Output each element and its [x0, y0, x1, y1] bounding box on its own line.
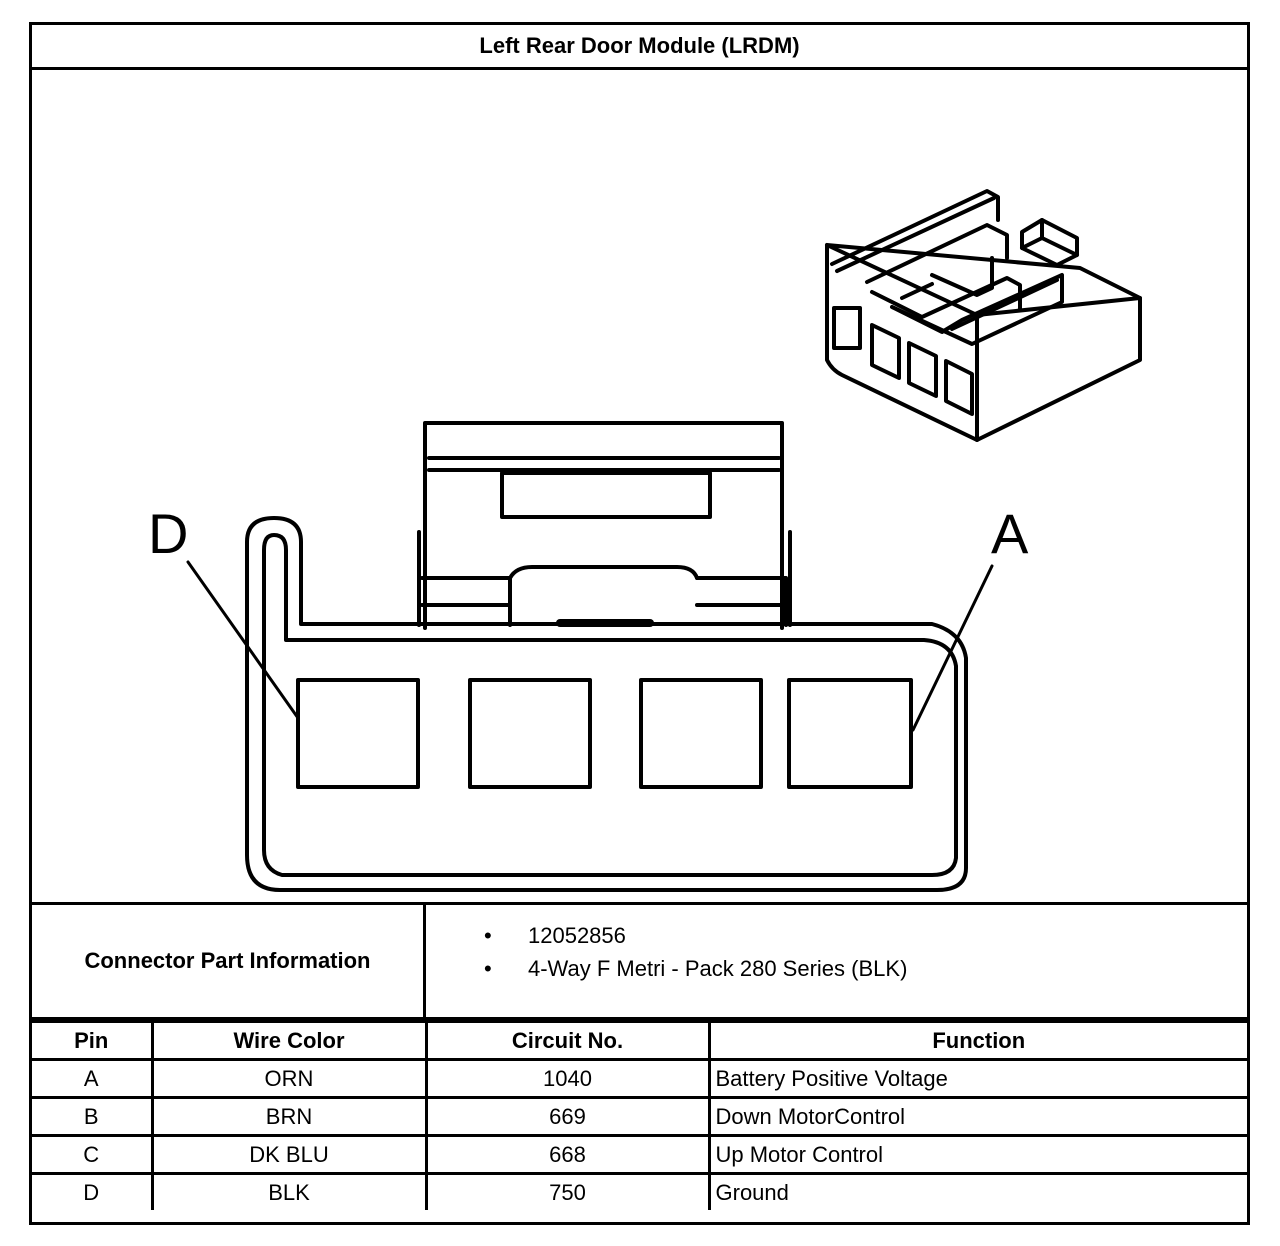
connector-front-view — [186, 421, 994, 892]
pin-cell: C — [32, 1134, 154, 1175]
wire-color-cell: DK BLU — [150, 1134, 428, 1175]
wire-color-cell: ORN — [150, 1058, 428, 1099]
connector-part-info: Connector Part Information • 12052856 • … — [32, 902, 1247, 1020]
pin-cell: B — [32, 1096, 154, 1137]
table-row: D BLK 750 Ground — [32, 1172, 1247, 1210]
connector-description-text: 4-Way F Metri - Pack 280 Series (BLK) — [528, 956, 908, 981]
latch-window — [500, 471, 712, 519]
leader-line-a — [911, 564, 994, 732]
table-row: B BRN 669 Down MotorControl — [32, 1096, 1247, 1137]
header-circuit-no: Circuit No. — [424, 1020, 711, 1061]
connector-face-diagram: D A — [148, 189, 1142, 892]
header-function: Function — [707, 1020, 1247, 1061]
circuit-cell: 750 — [424, 1172, 711, 1210]
cavity-a — [787, 678, 913, 789]
cavity-b — [639, 678, 763, 789]
pin-label-d: D — [148, 502, 188, 565]
connector-sheet: Left Rear Door Module (LRDM) — [29, 22, 1250, 1225]
sheet-title: Left Rear Door Module (LRDM) — [32, 25, 1247, 70]
circuit-cell: 1040 — [424, 1058, 711, 1099]
pin-cell: D — [32, 1172, 154, 1210]
header-pin: Pin — [32, 1020, 154, 1061]
table-row: C DK BLU 668 Up Motor Control — [32, 1134, 1247, 1175]
connector-isometric-view — [825, 189, 1142, 442]
connector-drawing: D A — [32, 70, 1247, 903]
pinout-header-row: Pin Wire Color Circuit No. Function — [32, 1020, 1247, 1061]
cavity-c — [468, 678, 592, 789]
pinout-table: Pin Wire Color Circuit No. Function A OR… — [32, 1020, 1247, 1210]
connector-part-info-label: Connector Part Information — [32, 905, 426, 1017]
function-cell: Down MotorControl — [707, 1096, 1247, 1137]
leader-line-d — [186, 560, 300, 720]
cavity-d — [296, 678, 420, 789]
circuit-cell: 669 — [424, 1096, 711, 1137]
part-number-text: 12052856 — [528, 923, 626, 948]
function-cell: Battery Positive Voltage — [707, 1058, 1247, 1099]
pin-cell: A — [32, 1058, 154, 1099]
pin-label-a: A — [991, 502, 1029, 565]
circuit-cell: 668 — [424, 1134, 711, 1175]
bullet-icon: • — [484, 956, 492, 981]
function-cell: Up Motor Control — [707, 1134, 1247, 1175]
connector-part-info-list: • 12052856 • 4-Way F Metri - Pack 280 Se… — [426, 905, 1247, 1017]
part-number-item: • 12052856 — [426, 919, 1247, 952]
wire-color-cell: BRN — [150, 1096, 428, 1137]
function-cell: Ground — [707, 1172, 1247, 1210]
connector-description-item: • 4-Way F Metri - Pack 280 Series (BLK) — [426, 952, 1247, 985]
wire-color-cell: BLK — [150, 1172, 428, 1210]
header-wire-color: Wire Color — [150, 1020, 428, 1061]
bullet-icon: • — [484, 923, 492, 948]
table-row: A ORN 1040 Battery Positive Voltage — [32, 1058, 1247, 1099]
